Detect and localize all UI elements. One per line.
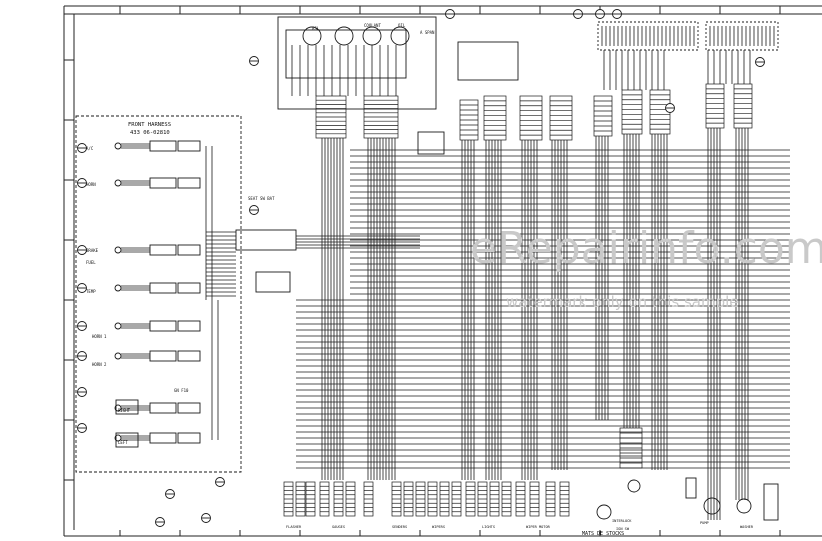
bottom-conn-label-2: GAUGES [332, 525, 345, 529]
gauge-panel [277, 16, 437, 110]
headlight-right [115, 399, 139, 415]
left-plug-7 [149, 432, 177, 444]
bottom-conn-label-3: SENDERS [392, 525, 407, 529]
top-label-seat-switch: SEAT SW BAT [248, 196, 275, 201]
splice-block-2 [255, 271, 291, 293]
left-plug-1 [149, 177, 177, 189]
left-comp-pin-7 [114, 434, 122, 442]
bottom-note: MATS DE STOCKS [582, 531, 624, 537]
front-harness-title: FRONT HARNESS [128, 122, 171, 128]
bottom-conn-label-6: WIPER MOTOR [526, 525, 551, 529]
connector-stack-f [549, 95, 573, 141]
top-label-coolant: COOLANT [364, 23, 381, 28]
gauge-2 [334, 26, 354, 46]
fuse-block-2 [705, 21, 779, 51]
gauge-panel-inner [285, 29, 407, 79]
connector-stack-e [519, 95, 543, 141]
watermark-site: eRepairinfo.com [470, 223, 822, 274]
left-socket-1 [177, 177, 201, 189]
washer-pump [736, 498, 752, 514]
top-label-oil: OIL [398, 23, 406, 28]
ign-switch-symbol [627, 479, 641, 493]
left-socket-6 [177, 402, 201, 414]
fuse-block-1 [597, 21, 699, 51]
component-boxes [75, 16, 779, 521]
left-socket-7 [177, 432, 201, 444]
bottom-conn-label-5: LIGHTS [482, 525, 495, 529]
relay-box [457, 41, 519, 81]
left-comp-pin-6 [114, 404, 122, 412]
ground-label: GN F10 [174, 388, 189, 393]
connector-blocks [283, 83, 753, 517]
left-plug-2 [149, 244, 177, 256]
wire-bundle [121, 26, 790, 520]
left-socket-5 [177, 350, 201, 362]
switch-box [417, 131, 445, 155]
left-plug-4 [149, 320, 177, 332]
gauge-3 [362, 26, 382, 46]
sheet-frame [63, 5, 822, 537]
left-comp-pin-3 [114, 284, 122, 292]
splice-block-1 [235, 229, 297, 251]
bottom-conn-label-10: WASHER [740, 525, 754, 529]
bottom-conn-label-8: IGN SW [616, 527, 630, 531]
watermark-note: watermark only on this sample [506, 293, 739, 311]
pump-motor [596, 504, 612, 520]
reference-bubbles [77, 9, 765, 527]
top-label-asl: ASL [312, 26, 320, 31]
left-comp-horn: HORN [86, 182, 96, 187]
left-socket-4 [177, 320, 201, 332]
left-comp-pin-5 [114, 352, 122, 360]
bottom-conn-label-7: INTERLOCK [612, 519, 632, 523]
left-plug-3 [149, 282, 177, 294]
left-comp-left: LEFT [118, 440, 128, 445]
left-comp-fuel: FUEL [86, 260, 96, 265]
left-socket-2 [177, 244, 201, 256]
left-comp-horn-1: HORN 1 [92, 334, 107, 339]
left-plug-6 [149, 402, 177, 414]
left-comp-ac: A/C [86, 146, 94, 151]
left-comp-pin-4 [114, 322, 122, 330]
left-comp-pin-2 [114, 246, 122, 254]
bottom-conn-label-4: WIPERS [432, 525, 445, 529]
left-plug-0 [149, 140, 177, 152]
headlight-left [115, 432, 139, 448]
gauge-1 [302, 26, 322, 46]
left-comp-pin-1 [114, 179, 122, 187]
left-comp-right: RIGHT [118, 408, 131, 413]
left-socket-3 [177, 282, 201, 294]
left-socket-0 [177, 140, 201, 152]
left-comp-pin-0 [114, 142, 122, 150]
connector-stack-j [705, 83, 725, 129]
connector-stack-i [649, 89, 671, 135]
connector-stack-k [733, 83, 753, 129]
connector-stack-d [483, 95, 507, 141]
right-edge-block [763, 483, 779, 521]
left-comp-horn-2: HORN 2 [92, 362, 107, 367]
bottom-conn-label-1: FLASHER [286, 525, 302, 529]
gauge-4 [390, 26, 410, 46]
fuse-inline [685, 477, 697, 499]
front-harness-panel [75, 115, 242, 473]
top-label-a-span: A SPAN [420, 30, 435, 35]
left-comp-brake: BRAKE [86, 248, 99, 253]
left-comp-temp: TEMP [86, 289, 96, 294]
connector-stack-h [621, 89, 643, 135]
front-harness-part-number: 433 06-02810 [130, 130, 170, 136]
bottom-conn-label-9: PUMP [700, 521, 709, 525]
left-plug-5 [149, 350, 177, 362]
wiper-motor [703, 497, 721, 515]
